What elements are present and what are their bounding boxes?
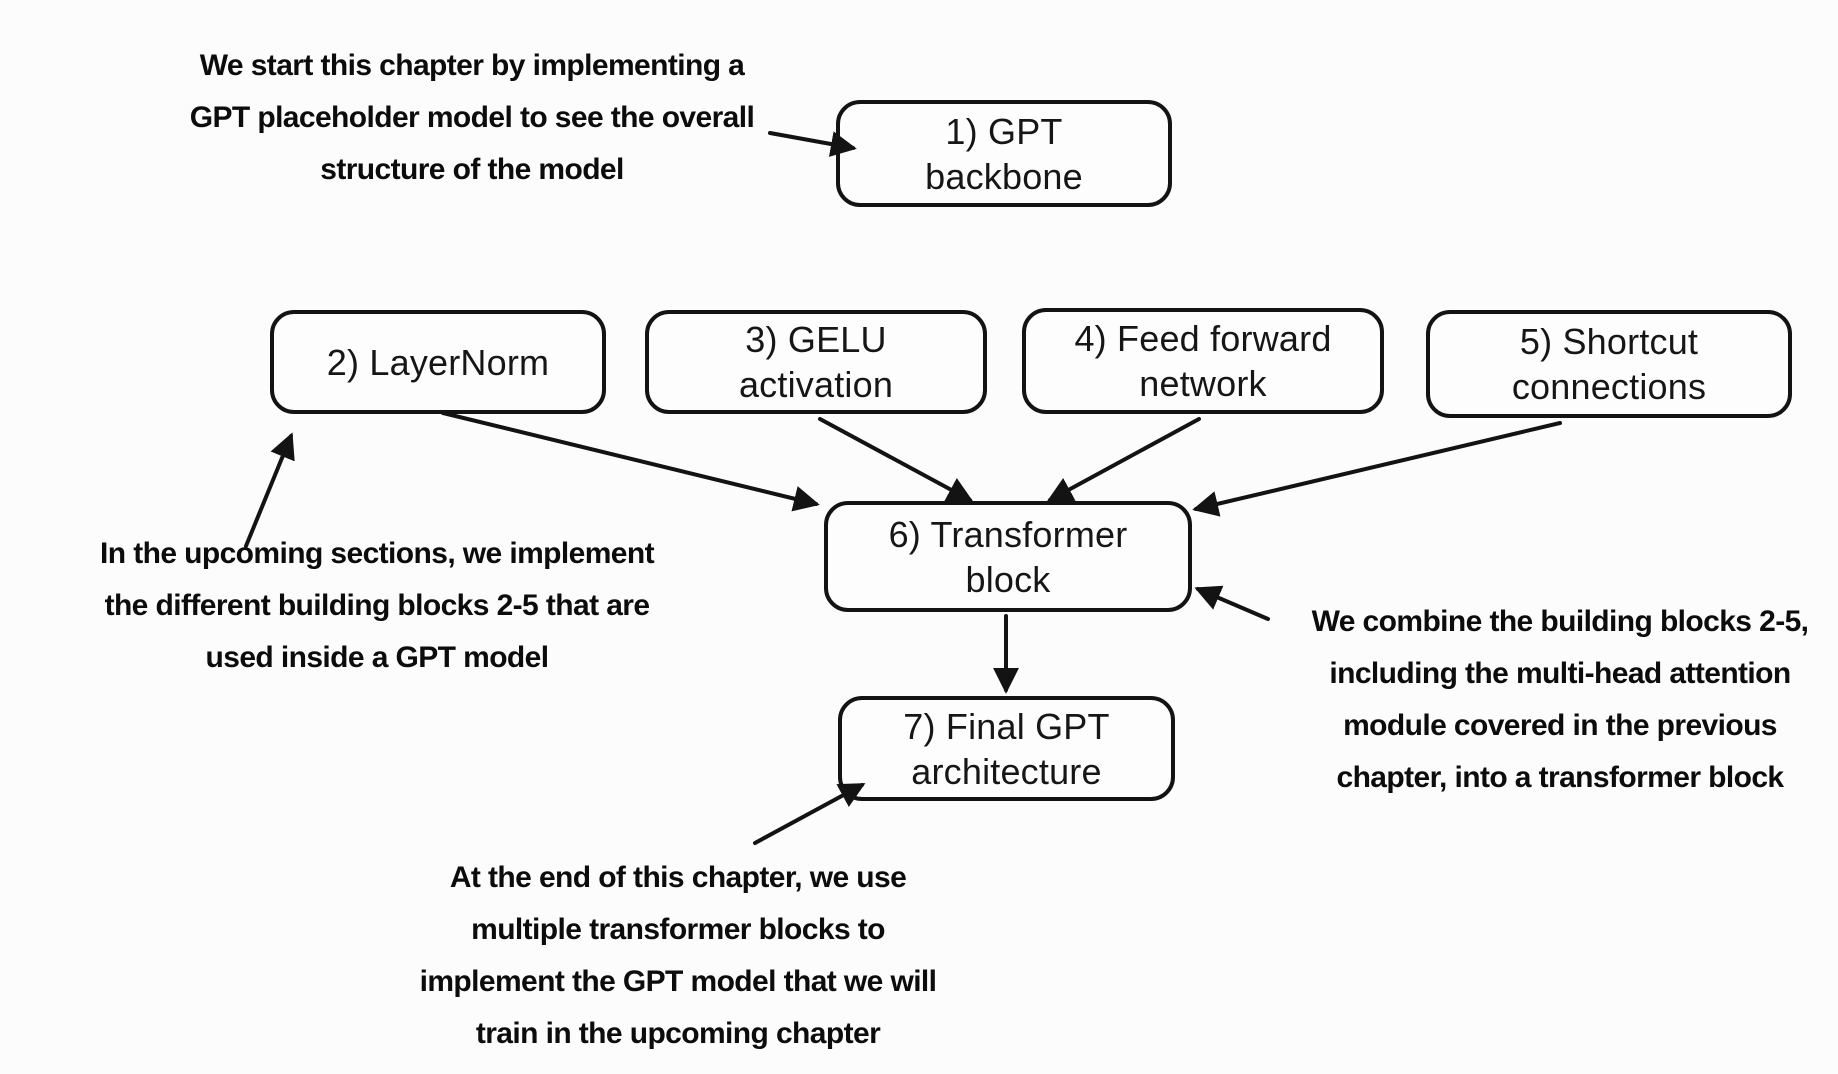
- arrow-layernorm-to-transformer: [441, 411, 820, 512]
- annotation-transformer-block-text: We combine the building blocks 2-5, incl…: [1311, 605, 1809, 794]
- node-gpt-backbone: 1) GPT backbone: [836, 100, 1172, 207]
- node-shortcut-connections-label: 5) Shortcut connections: [1511, 321, 1707, 407]
- node-final-gpt-architecture: 7) Final GPT architecture: [838, 696, 1175, 801]
- node-gelu-activation: 3) GELU activation: [645, 310, 987, 414]
- node-final-gpt-architecture-label: 7) Final GPT architecture: [903, 705, 1110, 792]
- annotation-transformer-block: We combine the building blocks 2-5, incl…: [1296, 596, 1824, 804]
- node-feed-forward-network: 4) Feed forward network: [1022, 308, 1384, 414]
- arrow-note-to-transformer-block: [1194, 585, 1270, 621]
- node-shortcut-connections: 5) Shortcut connections: [1426, 310, 1792, 418]
- annotation-gpt-backbone: We start this chapter by implementing a …: [142, 40, 802, 196]
- arrow-shortcut-to-transformer: [1192, 421, 1562, 517]
- node-transformer-block: 6) Transformer block: [824, 501, 1192, 612]
- arrow-gelu-to-transformer: [818, 417, 974, 502]
- annotation-final-architecture: At the end of this chapter, we use multi…: [398, 852, 958, 1060]
- node-layernorm: 2) LayerNorm: [270, 310, 606, 414]
- node-transformer-block-label: 6) Transformer block: [888, 513, 1128, 600]
- node-feed-forward-network-label: 4) Feed forward network: [1074, 318, 1332, 404]
- node-gelu-activation-label: 3) GELU activation: [738, 319, 894, 405]
- node-layernorm-label: 2) LayerNorm: [326, 341, 550, 383]
- annotation-building-blocks-text: In the upcoming sections, we implement t…: [100, 537, 655, 674]
- arrow-feedforward-to-transformer: [1046, 417, 1201, 502]
- annotation-final-architecture-text: At the end of this chapter, we use multi…: [419, 861, 937, 1050]
- node-gpt-backbone-label: 1) GPT backbone: [925, 110, 1083, 197]
- annotation-gpt-backbone-text: We start this chapter by implementing a …: [189, 49, 755, 186]
- annotation-building-blocks: In the upcoming sections, we implement t…: [82, 528, 672, 684]
